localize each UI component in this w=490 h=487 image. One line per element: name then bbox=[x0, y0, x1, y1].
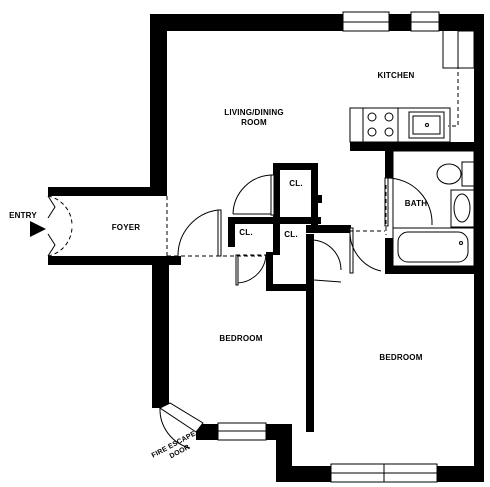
toilet-icon bbox=[461, 161, 475, 187]
sink-icon bbox=[408, 111, 445, 139]
bath-label: BATH bbox=[405, 199, 427, 208]
entry-label: ENTRY bbox=[9, 211, 37, 220]
closet-left-label: CL. bbox=[239, 228, 253, 237]
living-dining-label-line2: ROOM bbox=[241, 118, 267, 127]
bath-sink-icon bbox=[450, 189, 475, 228]
entry-arrow-icon bbox=[30, 221, 46, 237]
interior-walls bbox=[169, 142, 484, 432]
closet-top-label: CL. bbox=[289, 179, 303, 188]
stove-icon bbox=[362, 107, 399, 143]
openings bbox=[166, 141, 385, 257]
closet-right-label: CL. bbox=[284, 230, 298, 239]
windows bbox=[217, 11, 440, 483]
bedroom-right-label: BEDROOM bbox=[379, 353, 422, 362]
bath-fixtures bbox=[392, 150, 475, 268]
living-dining-label-line1: LIVING/DINING bbox=[224, 108, 284, 117]
doors bbox=[47, 174, 433, 449]
kitchen-fixtures bbox=[349, 30, 475, 143]
bathtub-icon bbox=[392, 227, 475, 267]
foyer-label: FOYER bbox=[112, 223, 141, 232]
kitchen-label: KITCHEN bbox=[378, 71, 415, 80]
exterior-walls bbox=[48, 14, 484, 482]
bedroom-left-label: BEDROOM bbox=[219, 334, 262, 343]
